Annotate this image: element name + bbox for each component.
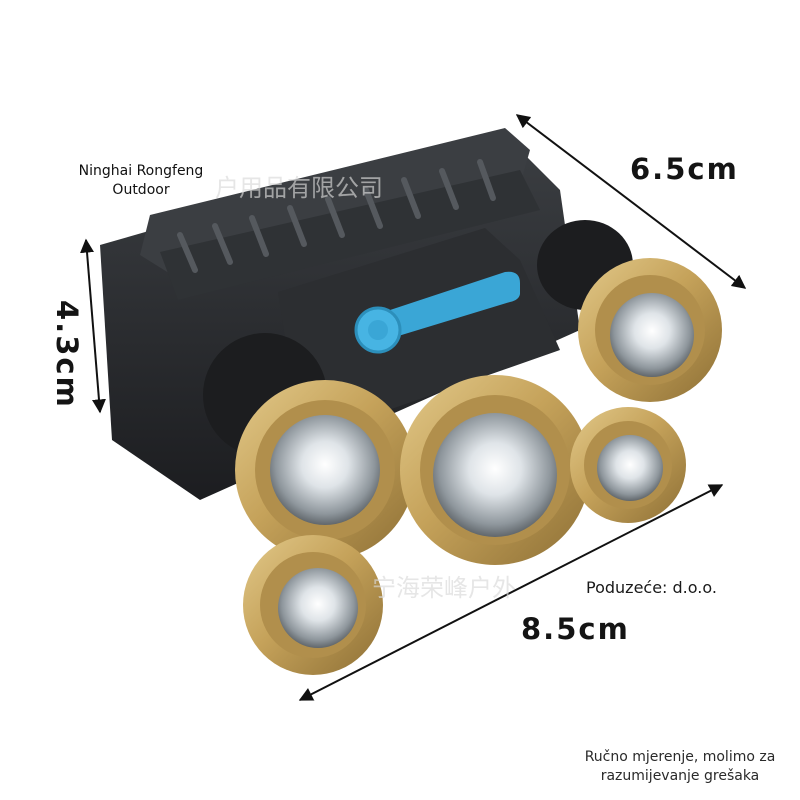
length-arrow	[298, 484, 724, 701]
lamp-head-bottom-left	[243, 535, 383, 675]
height-arrow	[80, 238, 106, 414]
width-dimension-label: 6.5cm	[630, 152, 739, 186]
usb-port-cover	[354, 271, 520, 354]
lamp-head-top-right	[578, 258, 722, 402]
lamp-head-bottom-right	[570, 407, 686, 523]
company-name: Ninghai Rongfeng Outdoor	[78, 163, 204, 198]
measurement-disclaimer: Ručno mjerenje, molimo za razumijevanje …	[584, 749, 776, 784]
watermark-bottom: 宁海荣峰户外	[372, 574, 516, 602]
dimension-arrows	[80, 114, 747, 701]
height-dimension-label: 4.3cm	[50, 300, 84, 409]
watermark-top: 户用品有限公司	[215, 174, 383, 202]
business-type-label: Poduzeće: d.o.o.	[586, 578, 717, 597]
width-arrow	[515, 114, 747, 289]
length-dimension-label: 8.5cm	[521, 612, 630, 646]
lamp-head-left	[235, 380, 415, 560]
lamp-head-center	[400, 375, 590, 565]
